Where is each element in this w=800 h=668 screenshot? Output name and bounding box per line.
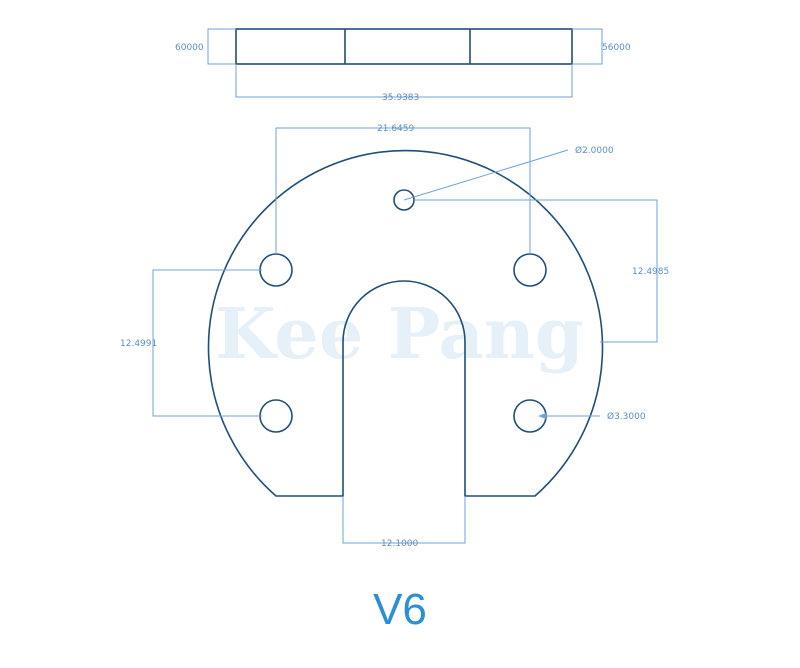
dim-line-left-vertical — [152, 269, 262, 417]
side-view — [207, 28, 603, 98]
dim-top-hole-spacing: 21.6459 — [377, 124, 414, 134]
dim-line-side-width — [235, 64, 573, 98]
dim-right-vertical: 12.4985 — [632, 267, 669, 277]
dim-line-right-vertical — [414, 199, 658, 343]
dim-center-hole-diameter: Ø2.0000 — [575, 145, 614, 156]
hole-bottom-left — [259, 399, 293, 433]
dim-left-vertical: 12.4991 — [120, 339, 157, 349]
dim-side-left-height: 60000 — [175, 43, 204, 53]
hole-top-right — [513, 253, 547, 287]
dim-line-hole-spacing — [275, 127, 531, 254]
hole-top-left — [259, 253, 293, 287]
dim-side-right-height: 56000 — [602, 43, 631, 53]
side-view-outline — [235, 28, 573, 65]
watermark: Kee Pang — [215, 292, 584, 375]
leader-arrow — [538, 413, 546, 419]
dim-side-width: 35.9383 — [382, 93, 419, 103]
dim-slot-width: 12.1000 — [381, 539, 418, 549]
part-outline — [207, 149, 604, 497]
version-label: V6 — [373, 585, 427, 634]
dim-line-left-height — [207, 28, 236, 65]
dim-hole-diameter: Ø3.3000 — [607, 411, 646, 422]
leader-center-hole — [403, 149, 569, 201]
dim-line-right-height — [572, 28, 603, 65]
dim-line-slot-width — [342, 496, 466, 544]
